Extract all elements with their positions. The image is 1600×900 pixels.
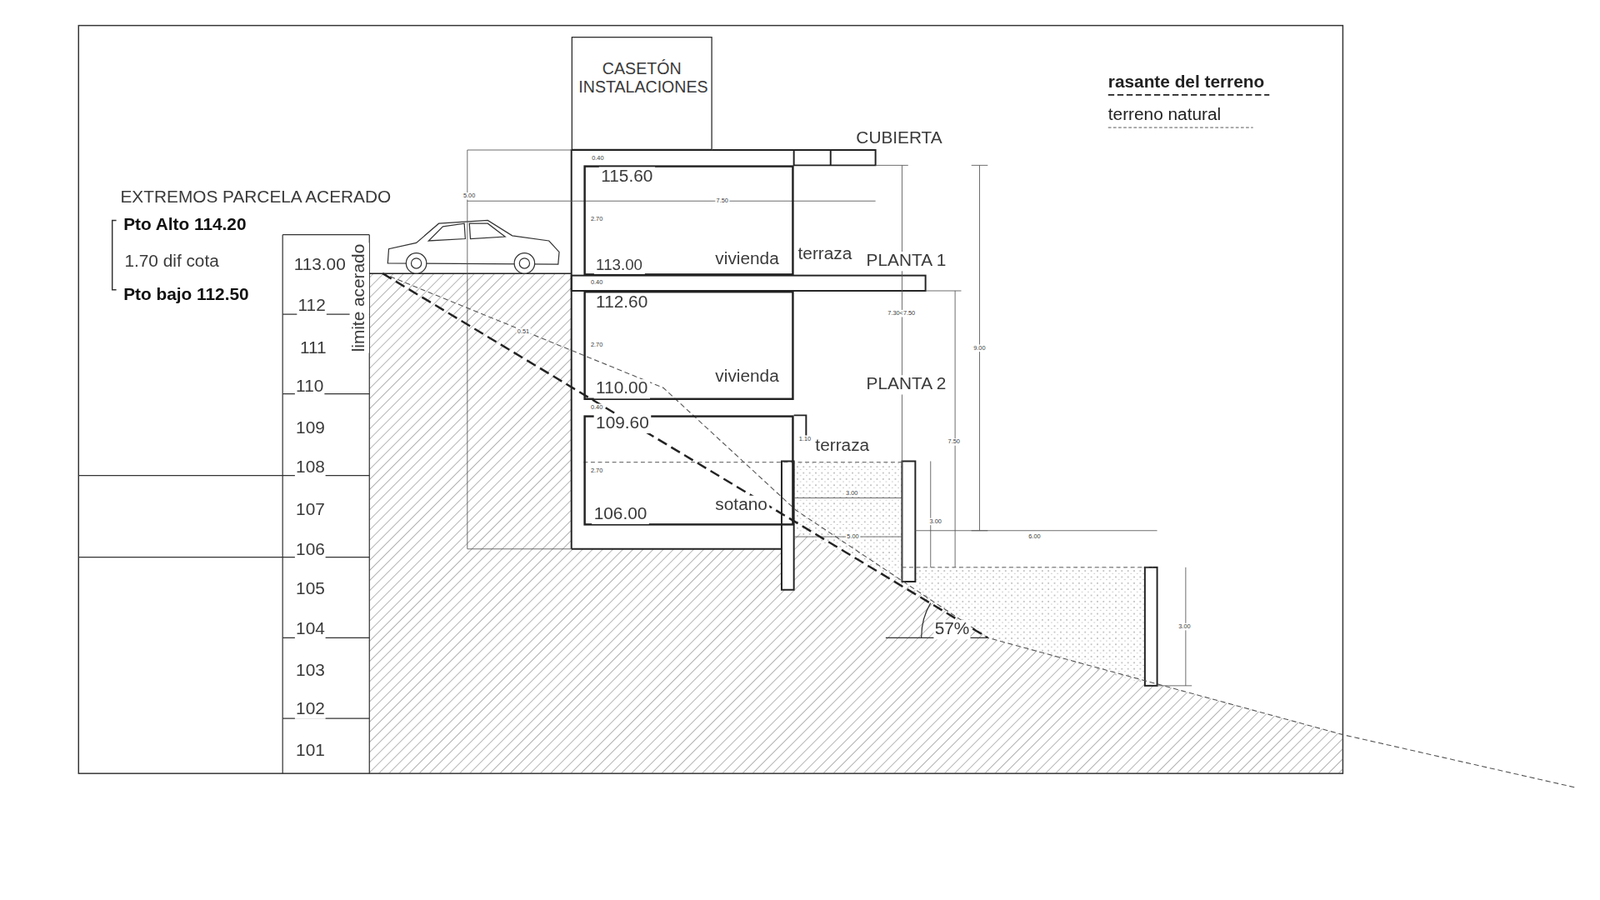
dimension: 7.50 <box>946 438 961 445</box>
level-dashes <box>583 462 1153 568</box>
dimension: 3.00 <box>845 489 860 496</box>
scale-mark: 113.00 <box>292 255 347 275</box>
dimension: 9.00 <box>972 345 987 352</box>
level-note: Pto Alto 114.20 <box>122 215 248 235</box>
level-mark: 112.60 <box>594 293 650 313</box>
floor-name: PLANTA 1 <box>865 251 947 271</box>
dimension: 6.00 <box>1027 533 1042 540</box>
boundary-label: limite acerado <box>350 243 370 354</box>
legend-entry: terreno natural <box>1108 105 1221 125</box>
dimension: 3.00 <box>1177 623 1192 630</box>
part-name: terraza <box>796 244 853 264</box>
scale-mark: 101 <box>295 741 326 761</box>
level-mark: 113.00 <box>594 256 645 275</box>
dimension-lines <box>467 150 1192 686</box>
dimension: 2.70 <box>590 341 605 349</box>
dimension: 5.00 <box>462 192 477 200</box>
part-name: CUBIERTA <box>855 129 944 149</box>
room-name: vivienda <box>713 366 781 386</box>
dimension: 2.70 <box>590 215 605 223</box>
dimension: 0.51 <box>516 328 531 335</box>
dimension: 7.30<7.50 <box>886 310 916 317</box>
scale-mark: 109 <box>295 419 326 439</box>
equipment-room-box: CASETÓN INSTALACIONES <box>571 36 713 150</box>
level-scale <box>78 235 370 775</box>
scale-mark: 107 <box>295 500 326 520</box>
scale-mark: 112 <box>296 296 327 316</box>
room-box: 109.60 106.00 sotano <box>583 415 794 525</box>
dimension: 0.40 <box>590 404 605 411</box>
slope-value: 57% <box>933 620 970 640</box>
room-box: 115.60 113.00 vivienda <box>583 165 794 275</box>
scale-mark: 105 <box>295 580 326 600</box>
room-name: vivienda <box>713 250 781 270</box>
scale-mark: 102 <box>295 700 326 720</box>
note: EXTREMOS PARCELA ACERADO <box>119 188 392 208</box>
level-mark: 110.00 <box>594 379 650 399</box>
grade-line <box>382 273 988 638</box>
sheet-frame <box>78 25 1343 775</box>
natural-terrain-line <box>382 273 1577 788</box>
dimension: 2.70 <box>590 466 605 474</box>
part-name: terraza <box>814 436 870 456</box>
dimension: 7.50 <box>715 197 730 205</box>
terrace-fill <box>915 567 1145 685</box>
level-note: 1.70 dif cota <box>123 252 220 272</box>
level-mark: 109.60 <box>594 414 652 434</box>
ground-hatch <box>369 273 1343 774</box>
room-name: sotano <box>713 495 770 515</box>
scale-mark: 104 <box>295 620 326 640</box>
dimension: 0.40 <box>590 155 605 162</box>
legend-entry: rasante del terreno <box>1108 73 1265 93</box>
room-name: CASETÓN INSTALACIONES <box>576 60 708 96</box>
level-mark: 106.00 <box>591 505 650 525</box>
dimension: 3.00 <box>928 518 943 525</box>
scale-mark: 111 <box>299 339 328 359</box>
sidewalk-line <box>369 272 571 274</box>
level-mark: 115.60 <box>599 166 655 186</box>
scale-mark: 103 <box>295 661 326 681</box>
scale-mark: 110 <box>295 377 325 397</box>
level-note: Pto bajo 112.50 <box>122 285 250 305</box>
bracket <box>112 220 117 290</box>
floor-name: PLANTA 2 <box>865 375 947 395</box>
terrace-fill <box>794 462 903 582</box>
car-symbol <box>387 220 560 274</box>
dimension: 1.10 <box>798 435 813 442</box>
scale-mark: 108 <box>295 457 326 477</box>
dimension: 0.40 <box>590 279 605 286</box>
building-walls <box>571 150 1158 686</box>
legend-samples <box>1108 95 1270 128</box>
dimension: 5.00 <box>845 533 860 540</box>
room-box: 112.60 110.00 vivienda <box>583 290 794 400</box>
scale-mark: 106 <box>295 540 326 560</box>
